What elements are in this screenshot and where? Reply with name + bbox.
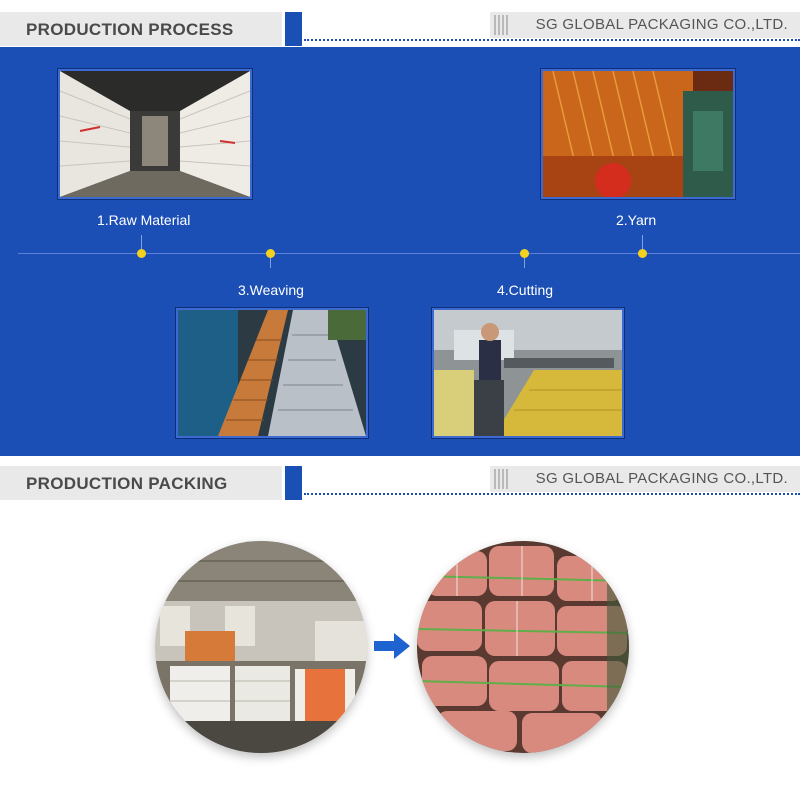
timeline-line [18, 253, 800, 254]
company-tab: SG GLOBAL PACKAGING CO.,LTD. [490, 466, 800, 492]
header-divider [304, 39, 800, 41]
stripes-decoration [494, 469, 510, 489]
packing-header: PRODUCTION PACKING SG GLOBAL PACKAGING C… [0, 454, 800, 504]
timeline-dot-cutting [520, 249, 529, 258]
section-title-tab: PRODUCTION PACKING [0, 466, 282, 500]
timeline-tick [270, 254, 271, 268]
weaving-photo [176, 308, 368, 438]
process-header: PRODUCTION PROCESS SG GLOBAL PACKAGING C… [0, 0, 800, 50]
yarn-photo [541, 69, 735, 199]
timeline-tick [524, 254, 525, 268]
header-accent-block [285, 12, 302, 46]
warehouse-bales-photo [155, 541, 367, 753]
company-name: SG GLOBAL PACKAGING CO.,LTD. [535, 470, 788, 487]
timeline-tick [642, 235, 643, 249]
step-label-yarn: 2.Yarn [616, 212, 657, 228]
timeline-tick [141, 235, 142, 249]
right-arrow-icon [374, 633, 410, 659]
company-tab: SG GLOBAL PACKAGING CO.,LTD. [490, 12, 800, 38]
stripes-decoration [494, 15, 510, 35]
section-title-tab: PRODUCTION PROCESS [0, 12, 282, 46]
header-divider [304, 493, 800, 495]
step-label-cutting: 4.Cutting [497, 282, 554, 298]
timeline-dot-yarn [638, 249, 647, 258]
step-label-raw-material: 1.Raw Material [97, 212, 191, 228]
timeline-dot-weaving [266, 249, 275, 258]
cutting-photo [432, 308, 624, 438]
timeline-dot-raw-material [137, 249, 146, 258]
section-title: PRODUCTION PROCESS [26, 20, 234, 39]
raw-material-photo [58, 69, 252, 199]
header-accent-block [285, 466, 302, 500]
company-name: SG GLOBAL PACKAGING CO.,LTD. [535, 16, 788, 33]
production-process-panel: 1.Raw Material 2.Yarn 3.Weaving 4.Cuttin… [0, 47, 800, 456]
section-title: PRODUCTION PACKING [26, 474, 228, 493]
step-label-weaving: 3.Weaving [238, 282, 304, 298]
packed-bales-photo [417, 541, 629, 753]
